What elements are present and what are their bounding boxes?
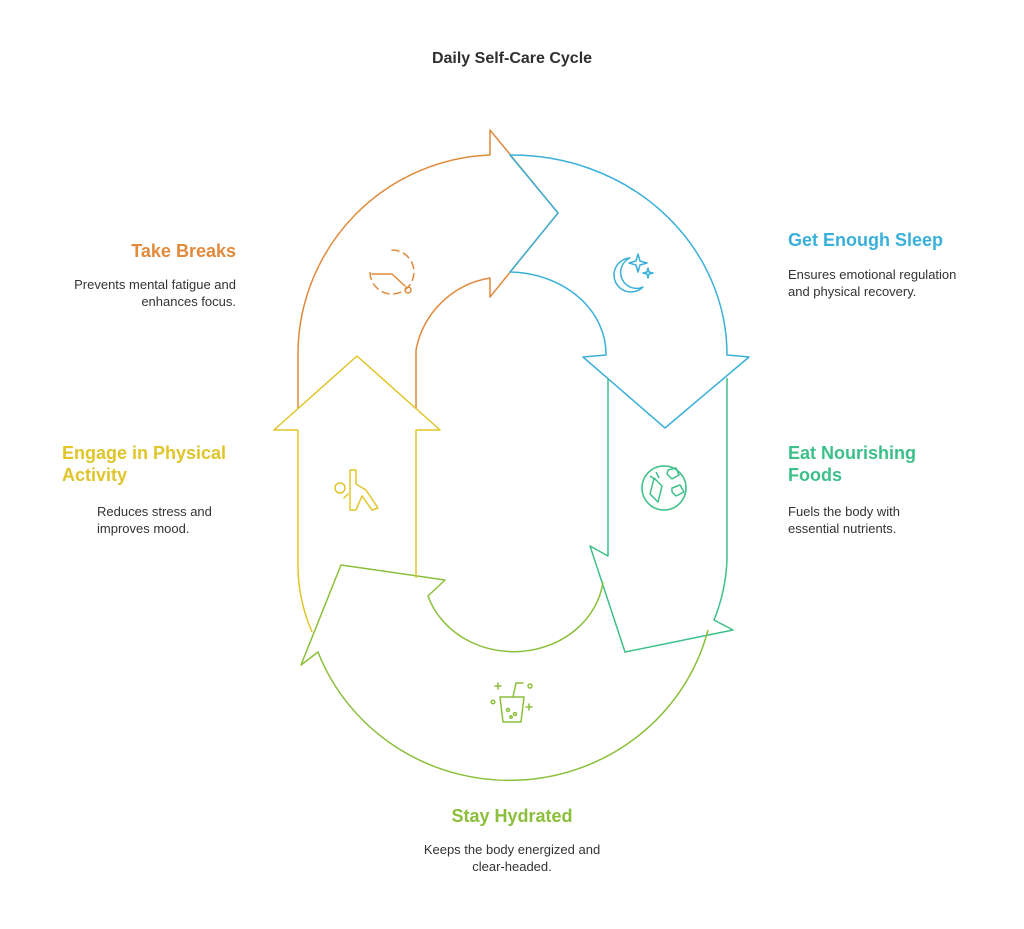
arrow-get-enough-sleep	[509, 154, 750, 429]
step-description-physical-activity: Reduces stress and improves mood.	[97, 504, 212, 536]
arrow-physical-activity	[273, 355, 441, 633]
step-heading-physical-activity: Engage in Physical Activity	[62, 443, 227, 485]
yoga-pose-icon	[334, 469, 379, 511]
step-heading-stay-hydrated: Stay Hydrated	[451, 806, 573, 826]
step-description-take-breaks: Prevents mental fatigue and enhances foc…	[74, 277, 236, 309]
vegetables-icon	[641, 465, 687, 511]
moon-stars-icon	[613, 253, 654, 293]
timer-icon	[369, 249, 415, 295]
step-description-stay-hydrated: Keeps the body energized and clear-heade…	[423, 842, 601, 874]
diagram-title: Daily Self-Care Cycle	[431, 50, 593, 67]
step-heading-eat-nourishing-foods: Eat Nourishing Foods	[788, 443, 917, 485]
arrow-take-breaks	[297, 129, 559, 408]
arrow-stay-hydrated	[300, 564, 709, 782]
step-description-eat-nourishing-foods: Fuels the body with essential nutrients.	[788, 504, 901, 536]
step-heading-get-enough-sleep: Get Enough Sleep	[788, 230, 944, 250]
step-description-get-enough-sleep: Ensures emotional regulation and physica…	[788, 267, 957, 299]
drink-cup-icon	[490, 682, 533, 723]
arrow-eat-nourishing-foods	[589, 378, 734, 653]
step-heading-take-breaks: Take Breaks	[131, 241, 236, 261]
